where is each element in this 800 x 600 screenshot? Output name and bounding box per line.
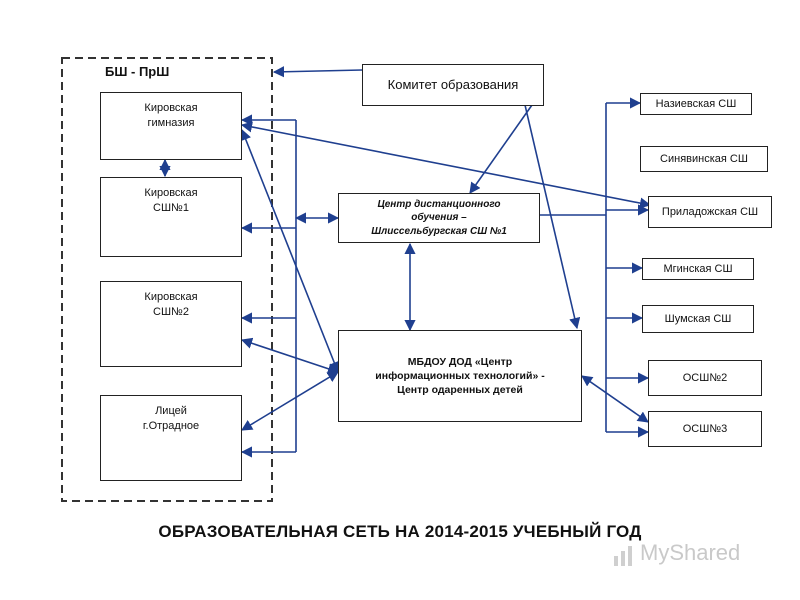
ssh1-label: Кировская СШ№1 xyxy=(144,187,198,214)
it-center-label: МБДОУ ДОД «Центр информационных технолог… xyxy=(375,355,545,397)
mginskaya-node: Мгинская СШ xyxy=(642,258,754,280)
gymnasium-node: Кировская гимназия xyxy=(100,92,242,160)
arrow-committee-group xyxy=(272,66,363,78)
committee-node: Комитет образования xyxy=(362,64,544,106)
lyceum-node: Лицей г.Отрадное xyxy=(100,395,242,481)
osh3-label: ОСШ№3 xyxy=(682,422,728,435)
osh3-node: ОСШ№3 xyxy=(648,411,762,447)
ssh1-node: Кировская СШ№1 xyxy=(100,177,242,257)
ssh2-node: Кировская СШ№2 xyxy=(100,281,242,367)
gymnasium-label: Кировская гимназия xyxy=(144,102,198,129)
osh2-node: ОСШ№2 xyxy=(648,360,762,396)
shumskaya-node: Шумская СШ xyxy=(642,305,754,333)
mginskaya-label: Мгинская СШ xyxy=(663,262,733,275)
ssh2-label: Кировская СШ№2 xyxy=(144,291,198,318)
it-center-node: МБДОУ ДОД «Центр информационных технолог… xyxy=(338,330,582,422)
sinyavinskaya-label: Синявинская СШ xyxy=(660,152,748,165)
committee-label: Комитет образования xyxy=(387,77,519,93)
lyceum-label: Лицей г.Отрадное xyxy=(142,405,200,432)
watermark-text: MyShared xyxy=(640,540,741,565)
watermark-logo-icon xyxy=(614,546,632,566)
osh2-label: ОСШ№2 xyxy=(682,371,728,384)
group-label: БШ - ПрШ xyxy=(105,64,170,79)
privadozhskaya-label: Приладожская СШ xyxy=(661,205,759,218)
sinyavinskaya-node: Синявинская СШ xyxy=(640,146,768,172)
distance-center-label: Центр дистанционного обучения – Шлиссель… xyxy=(371,198,507,237)
distance-center-node: Центр дистанционного обучения – Шлиссель… xyxy=(338,193,540,243)
privadozhskaya-node: Приладожская СШ xyxy=(648,196,772,228)
shumskaya-label: Шумская СШ xyxy=(664,312,732,325)
nazievskaya-label: Назиевская СШ xyxy=(655,97,737,110)
diagram-caption: ОБРАЗОВАТЕЛЬНАЯ СЕТЬ НА 2014-2015 УЧЕБНЫ… xyxy=(158,522,642,541)
arrow-it-osh3 xyxy=(581,375,649,423)
nazievskaya-node: Назиевская СШ xyxy=(640,93,752,115)
